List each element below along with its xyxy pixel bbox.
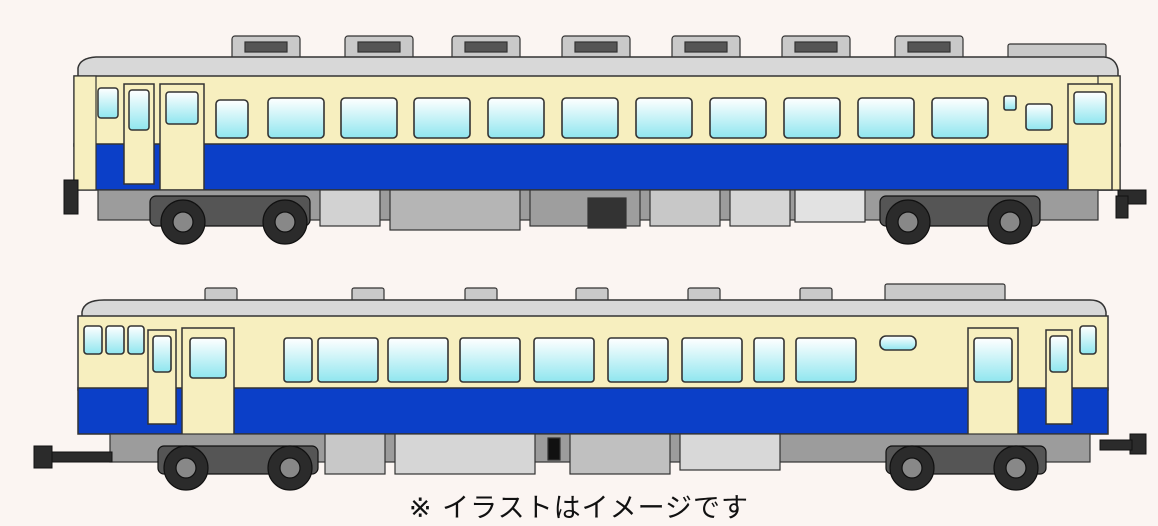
side-windows (83, 325, 1097, 383)
truck-left (157, 445, 319, 491)
truck-left (149, 195, 311, 245)
roof (77, 56, 1119, 81)
roof (81, 299, 1107, 319)
truck-right (879, 195, 1041, 245)
side-windows (215, 95, 1053, 139)
railcar-bottom (33, 283, 1147, 491)
caption-text: ※ イラストはイメージです (408, 493, 750, 524)
railcar-top (63, 35, 1147, 245)
roof-fittings (204, 283, 1006, 303)
body-blue-band (73, 143, 1121, 191)
body-blue-band (77, 387, 1109, 435)
truck-right (885, 445, 1047, 491)
